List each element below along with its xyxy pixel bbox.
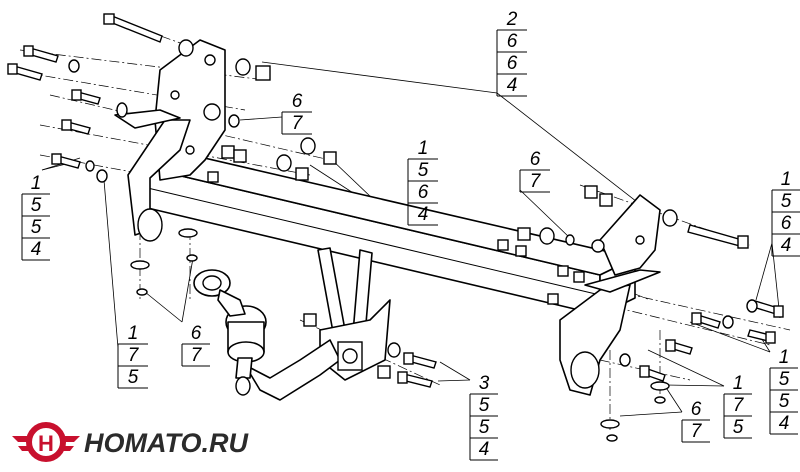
callout-c-bottom-67: 67 [681, 399, 710, 443]
callout-number: 6 [781, 213, 792, 234]
callout-number: 7 [191, 345, 203, 366]
callout-number: 5 [733, 417, 744, 438]
nuts-and-washers [68, 39, 758, 442]
callout-number: 5 [128, 367, 139, 388]
callout-number: 5 [479, 395, 490, 416]
ball-mount [225, 247, 391, 401]
callout-number: 1 [418, 138, 429, 159]
callout-number: 6 [691, 399, 702, 420]
callout-number: 1 [779, 347, 790, 368]
callout-number: 4 [779, 413, 790, 434]
callout-number: 3 [479, 373, 490, 394]
callout-number: 6 [507, 53, 518, 74]
callout-c-bottom-175: 175 [723, 373, 752, 439]
callout-c-left-67: 67 [281, 91, 312, 135]
callout-c-left-67b: 67 [181, 323, 210, 367]
bolts [7, 13, 784, 388]
callout-number: 5 [479, 417, 490, 438]
callout-number: 5 [779, 391, 790, 412]
callout-number: 6 [507, 31, 518, 52]
callout-number: 7 [292, 113, 304, 134]
callout-number: 1 [128, 323, 139, 344]
logo-emblem-icon: H [12, 422, 80, 462]
callout-c-mid-67: 67 [519, 149, 550, 193]
callout-number: 5 [781, 191, 792, 212]
left-mounting-bracket [114, 39, 226, 242]
right-mounting-bracket [559, 194, 661, 396]
callout-number: 6 [530, 149, 541, 170]
callout-number: 4 [479, 439, 490, 460]
svg-text:H: H [38, 431, 54, 456]
callout-number: 1 [733, 373, 744, 394]
electric-socket [193, 269, 246, 317]
callout-c-left-175: 175 [117, 323, 148, 389]
callout-number: 4 [31, 239, 42, 260]
callout-number: 4 [418, 204, 429, 225]
callout-number: 6 [191, 323, 202, 344]
callout-number: 2 [506, 9, 518, 30]
callout-number: 6 [292, 91, 303, 112]
callout-number: 6 [418, 182, 429, 203]
callout-number: 5 [418, 160, 429, 181]
callout-number: 4 [781, 235, 792, 256]
callout-number: 1 [781, 169, 792, 190]
homato-logo: H HOMATO.RU [12, 422, 249, 462]
logo-text: HOMATO.RU [84, 428, 249, 458]
callout-number: 5 [779, 369, 790, 390]
callout-number: 7 [128, 345, 140, 366]
callout-number: 4 [507, 75, 518, 96]
callout-number: 7 [530, 171, 542, 192]
callout-number: 5 [31, 217, 42, 238]
callout-number: 5 [31, 195, 42, 216]
callout-number: 7 [691, 421, 703, 442]
callout-number: 1 [31, 173, 42, 194]
callout-number: 7 [733, 395, 745, 416]
